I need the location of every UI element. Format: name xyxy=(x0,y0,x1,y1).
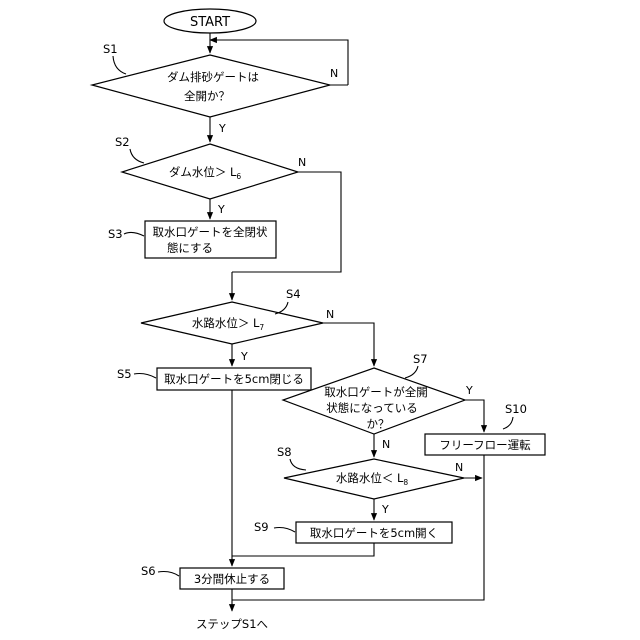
s1-text-line-2: 全開か？ xyxy=(184,89,230,103)
decision-s2: ダム水位＞ L6 xyxy=(122,144,298,199)
decision-s8: 水路水位＜ L8 xyxy=(284,459,464,499)
connector xyxy=(465,400,484,432)
s10-text: フリーフロー運転 xyxy=(439,438,531,452)
s4-no-label: N xyxy=(326,308,334,321)
connector xyxy=(323,323,374,366)
s8-subscript: 8 xyxy=(403,478,408,487)
s1-text-line-1: ダム排砂ゲートは xyxy=(167,70,259,84)
leader-line xyxy=(124,232,144,236)
s4-subscript: 7 xyxy=(259,323,264,332)
s7-text-line-2: 状態になっている xyxy=(326,401,417,415)
s2-text: ダム水位＞ L xyxy=(169,165,237,179)
process-s9: 取水口ゲートを5cm開く xyxy=(296,522,452,543)
svg-text:ダム水位＞ L6: ダム水位＞ L6 xyxy=(169,165,242,181)
s5-step-label: S5 xyxy=(117,367,132,381)
s7-text-line-3: か？ xyxy=(367,417,390,431)
svg-text:水路水位＜ L8: 水路水位＜ L8 xyxy=(336,471,409,487)
s8-no-label: N xyxy=(455,461,463,474)
s4-yes-label: Y xyxy=(240,350,248,363)
s4-text: 水路水位＞ L xyxy=(192,316,260,330)
s1-yes-label: Y xyxy=(218,122,226,135)
s7-yes-label: Y xyxy=(465,384,473,397)
leader-line xyxy=(405,366,418,378)
s2-no-label: N xyxy=(298,156,306,169)
s7-text-line-1: 取水口ゲートが全開 xyxy=(324,385,428,399)
s4-step-label: S4 xyxy=(286,287,301,301)
s6-text: 3分間休止する xyxy=(194,572,270,586)
s7-no-label: N xyxy=(382,438,390,451)
s1-no-label: N xyxy=(330,67,338,80)
leader-line xyxy=(134,374,156,379)
s7-step-label: S7 xyxy=(413,352,428,366)
leader-line xyxy=(113,56,126,74)
decision-s4: 水路水位＞ L7 xyxy=(141,302,323,344)
leader-line xyxy=(274,528,295,533)
start-text: START xyxy=(190,15,230,30)
s3-text-line-1: 取水口ゲートを全閉状 xyxy=(153,225,268,239)
s8-step-label: S8 xyxy=(277,445,292,459)
s6-step-label: S6 xyxy=(141,564,156,578)
connector xyxy=(232,543,374,556)
s8-yes-label: Y xyxy=(381,503,389,516)
s3-step-label: S3 xyxy=(108,227,123,241)
s5-text: 取水口ゲートを5cm閉じる xyxy=(164,372,304,386)
end-text: ステップS1へ xyxy=(196,617,268,631)
leader-line xyxy=(158,572,179,577)
svg-text:水路水位＞ L7: 水路水位＞ L7 xyxy=(192,316,265,332)
s1-step-label: S1 xyxy=(103,42,118,56)
s8-text: 水路水位＜ L xyxy=(336,471,404,485)
leader-line xyxy=(290,459,306,470)
leader-line xyxy=(130,149,144,163)
s9-step-label: S9 xyxy=(254,520,269,534)
start-terminal: START xyxy=(164,9,256,33)
process-s3: 取水口ゲートを全閉状 態にする xyxy=(145,221,276,258)
s2-yes-label: Y xyxy=(217,203,225,216)
process-s10: フリーフロー運転 xyxy=(425,434,545,455)
s9-text: 取水口ゲートを5cm開く xyxy=(310,526,438,540)
leader-line xyxy=(503,417,513,429)
decision-s1: ダム排砂ゲートは 全開か？ xyxy=(92,55,330,117)
s2-subscript: 6 xyxy=(236,172,241,181)
process-s6: 3分間休止する xyxy=(180,568,284,589)
s2-step-label: S2 xyxy=(115,135,130,149)
s10-step-label: S10 xyxy=(505,402,527,416)
s3-text-line-2: 態にする xyxy=(167,241,213,255)
process-s5: 取水口ゲートを5cm閉じる xyxy=(157,368,311,390)
